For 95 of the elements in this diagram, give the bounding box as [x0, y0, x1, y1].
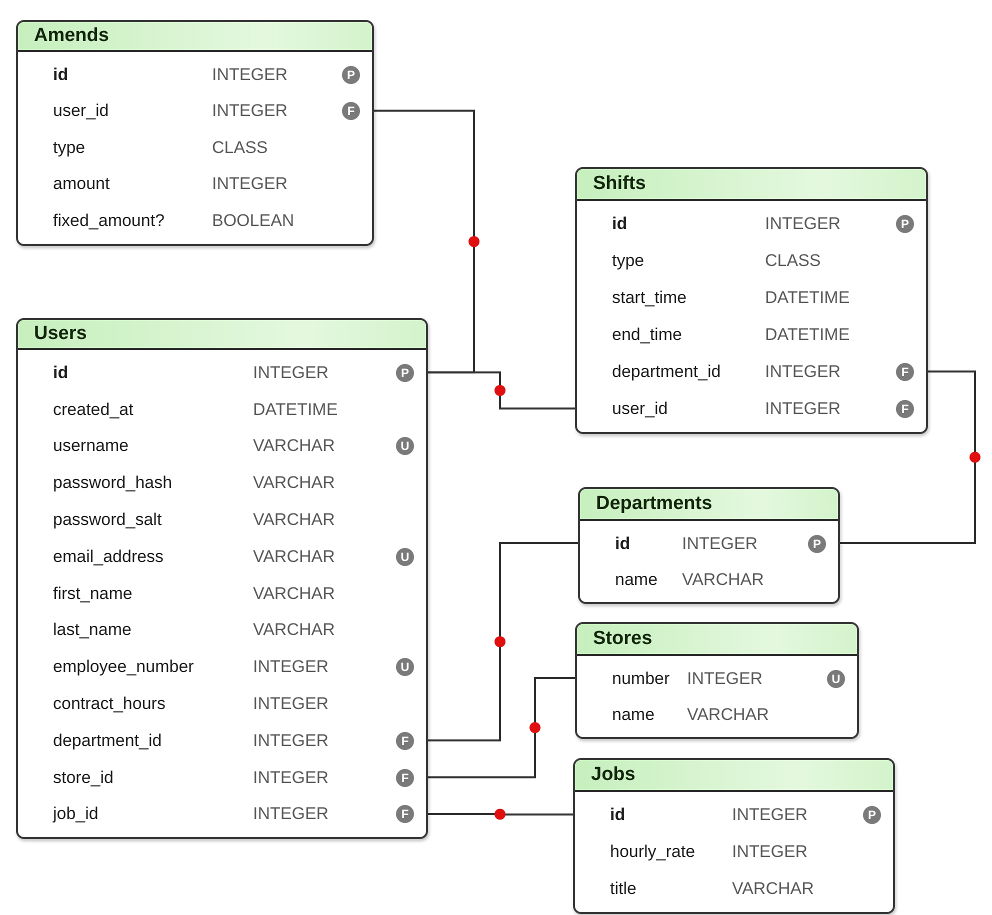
key-badge: F [396, 732, 414, 750]
column-type: CLASS [765, 251, 821, 271]
column-name: hourly_rate [610, 842, 696, 862]
key-badge: P [342, 66, 360, 84]
column-name: contract_hours [53, 694, 166, 714]
column-name: number [612, 668, 671, 688]
column-name: fixed_amount? [53, 210, 166, 231]
table-title: Users [34, 323, 87, 345]
column-type: INTEGER [765, 399, 841, 419]
column-name: type [612, 251, 646, 271]
key-badge: U [827, 670, 845, 688]
column-type: CLASS [212, 138, 268, 158]
table-box [573, 758, 895, 914]
key-badge: P [396, 364, 414, 382]
key-badge: U [396, 658, 414, 676]
column-name: amount [53, 174, 111, 194]
column-type: INTEGER [682, 534, 758, 554]
column-name: password_hash [53, 473, 174, 494]
column-type: INTEGER [253, 768, 329, 788]
column-name: title [610, 879, 638, 899]
column-type: VARCHAR [253, 473, 335, 494]
column-type: INTEGER [765, 362, 841, 382]
table-title: Amends [34, 25, 109, 47]
column-name: job_id [53, 804, 100, 824]
relationship-line [426, 813, 575, 816]
column-name: employee_number [53, 657, 195, 678]
column-type: VARCHAR [687, 704, 769, 724]
key-badge: F [396, 768, 414, 787]
column-type: INTEGER [687, 668, 763, 688]
column-type: INTEGER [212, 101, 288, 122]
column-type: INTEGER [253, 362, 329, 383]
relationship-line [426, 677, 577, 778]
relationship-line [372, 110, 475, 374]
column-type: VARCHAR [253, 546, 335, 567]
column-name: id [612, 214, 628, 234]
column-name: department_id [612, 362, 722, 382]
column-name: department_id [53, 730, 163, 751]
column-type: INTEGER [765, 214, 841, 234]
column-name: name [612, 704, 656, 724]
table-box [575, 167, 928, 434]
column-name: password_salt [53, 510, 163, 530]
column-name: id [53, 362, 70, 383]
table-box [16, 318, 428, 840]
column-name: user_id [612, 399, 669, 419]
column-type: DATETIME [765, 325, 850, 345]
table-title: Jobs [591, 764, 636, 786]
column-type: INTEGER [212, 64, 288, 85]
column-name: created_at [53, 400, 134, 420]
key-badge: U [396, 437, 414, 456]
relationship-line [426, 542, 580, 742]
column-type: VARCHAR [253, 584, 335, 604]
column-name: first_name [53, 584, 134, 604]
column-name: type [53, 138, 86, 158]
column-type: INTEGER [253, 730, 329, 751]
table-box [16, 20, 374, 246]
table-title: Stores [593, 628, 652, 650]
key-badge: F [342, 102, 360, 120]
column-name: store_id [53, 768, 114, 788]
column-type: DATETIME [765, 288, 850, 308]
column-name: username [53, 436, 130, 456]
column-name: last_name [53, 620, 132, 640]
column-type: INTEGER [253, 657, 329, 678]
column-type: VARCHAR [682, 570, 764, 590]
column-type: INTEGER [253, 804, 329, 824]
column-type: VARCHAR [732, 879, 814, 899]
column-type: INTEGER [253, 694, 329, 714]
key-badge: U [396, 548, 414, 566]
key-badge: P [863, 806, 881, 824]
column-name: email_address [53, 546, 165, 567]
key-badge: P [896, 215, 914, 233]
column-name: start_time [612, 288, 688, 308]
column-type: VARCHAR [253, 620, 335, 640]
column-type: INTEGER [732, 842, 808, 862]
table-box [575, 622, 859, 739]
table-box [578, 487, 840, 604]
column-name: id [53, 64, 70, 85]
column-type: VARCHAR [253, 510, 335, 530]
table-title: Departments [596, 493, 712, 515]
column-name: end_time [612, 325, 683, 345]
relationship-line [838, 370, 976, 544]
column-type: INTEGER [212, 174, 288, 194]
key-badge: F [896, 400, 914, 418]
key-badge: F [396, 805, 414, 824]
column-name: name [615, 570, 659, 590]
column-name: id [610, 805, 626, 825]
column-type: DATETIME [253, 400, 338, 420]
key-badge: F [896, 363, 914, 381]
table-title: Shifts [593, 173, 646, 195]
column-name: id [615, 534, 632, 554]
key-badge: P [808, 534, 826, 552]
relationship-line [426, 371, 577, 410]
column-type: VARCHAR [253, 436, 335, 456]
column-type: INTEGER [732, 805, 808, 825]
column-type: BOOLEAN [212, 210, 294, 231]
column-name: user_id [53, 101, 110, 122]
